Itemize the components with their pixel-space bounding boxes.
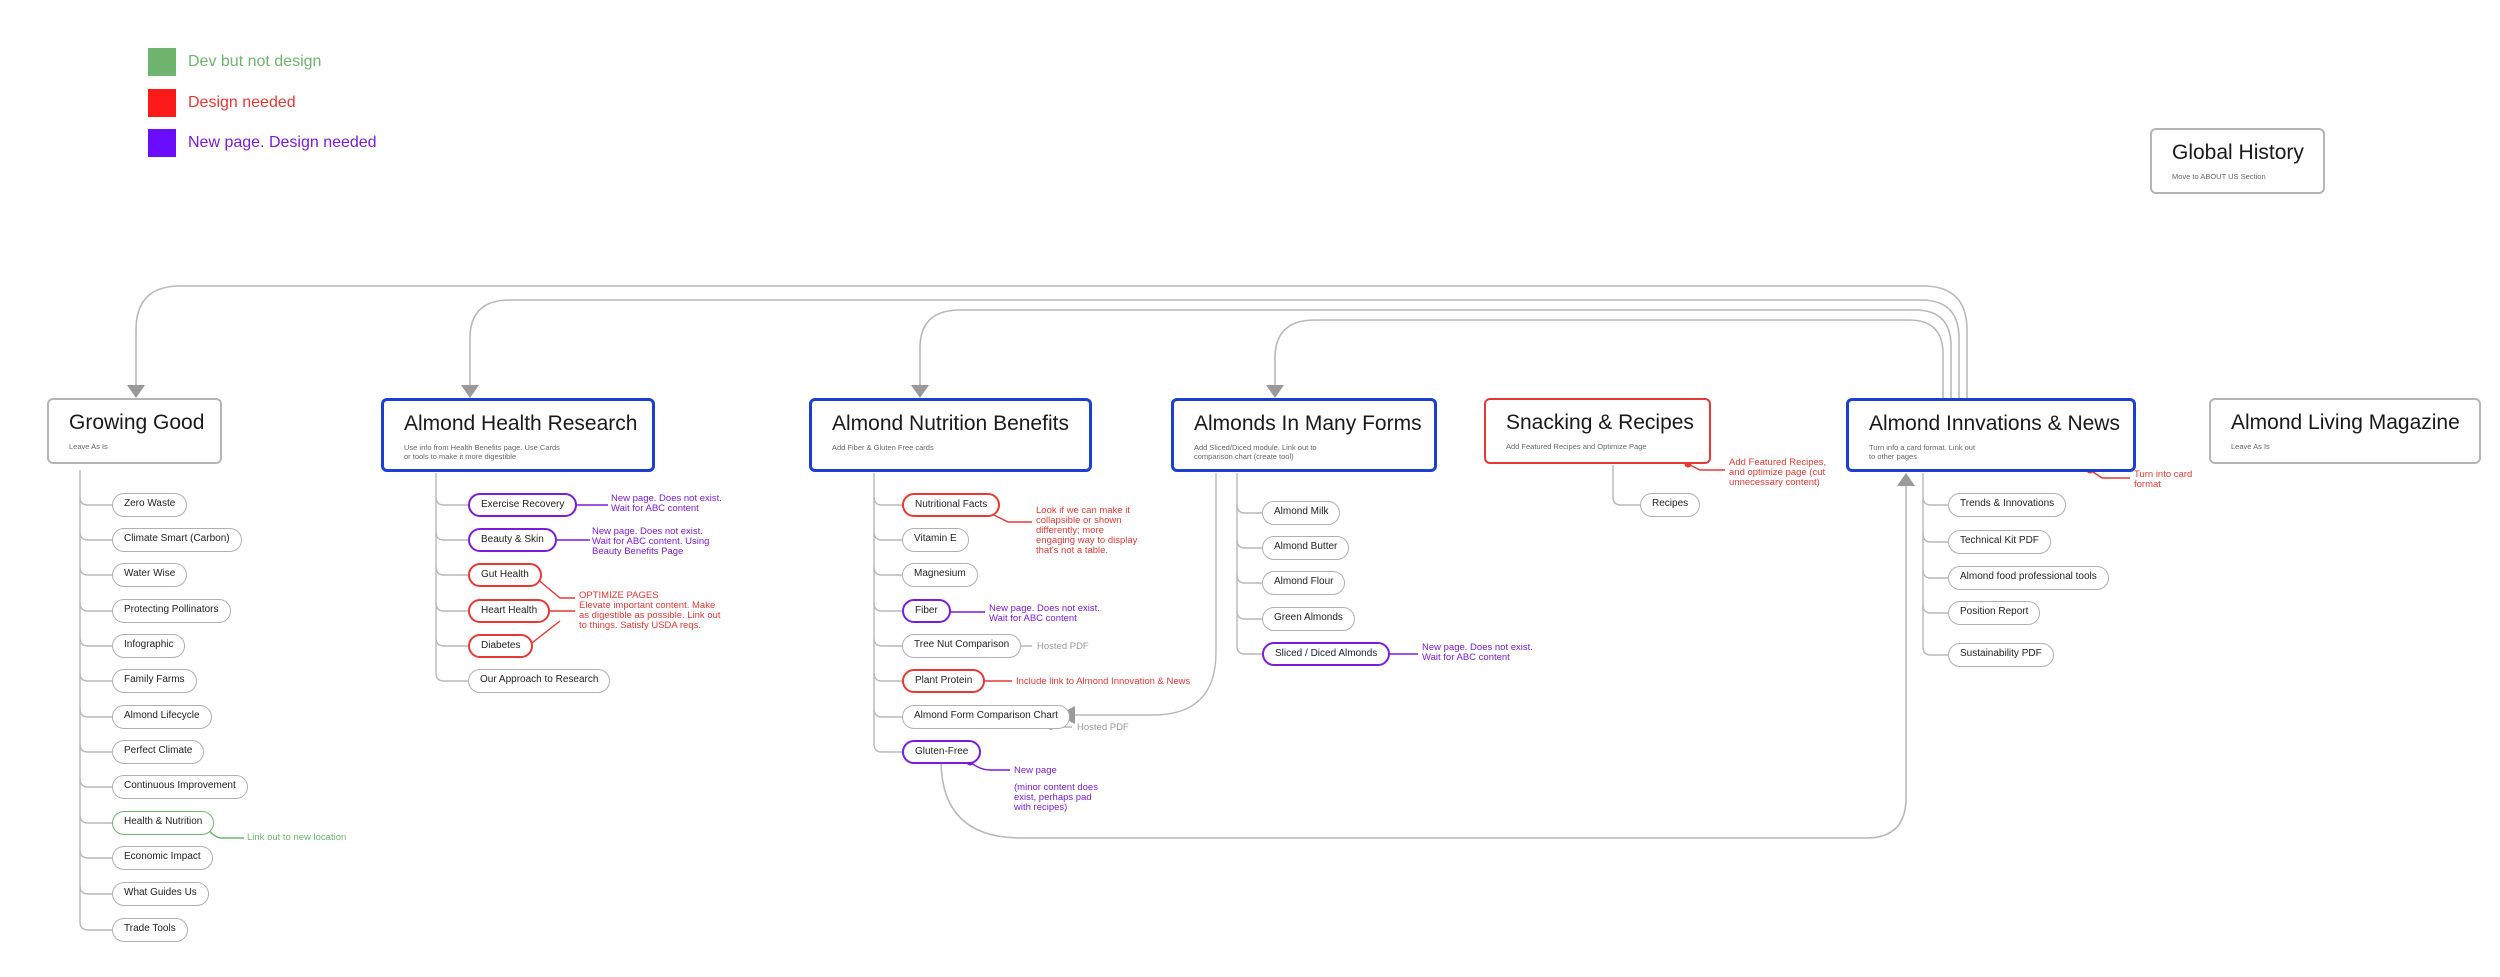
annotation: Look if we can make it collapsible or sh… [1036,505,1138,556]
section-living-magazine[interactable]: Almond Living Magazine Leave As Is [2209,398,2481,464]
legend-label: Design needed [188,94,296,111]
page-pill[interactable]: Infographic [112,634,186,658]
section-health-research[interactable]: Almond Health Research Use info from Hea… [381,398,655,472]
global-history-card[interactable]: Global History Move to ABOUT US Section [2150,128,2325,194]
annotation: New page. Does not exist. Wait for ABC c… [592,526,710,557]
card-note: Leave As Is [2231,442,2270,451]
page-pill[interactable]: Water Wise [112,563,188,587]
page-pill[interactable]: Continuous Improvement [112,775,248,799]
page-pill[interactable]: Diabetes [468,634,534,658]
annotation: Add Featured Recipes, and optimize page … [1729,457,1827,488]
page-pill[interactable]: Nutritional Facts [902,493,1001,517]
page-pill[interactable]: Fiber [902,599,951,623]
section-snacking-recipes[interactable]: Snacking & Recipes Add Featured Recipes … [1484,398,1711,464]
card-title: Global History [2172,141,2304,164]
annotation: New page. Does not exist. Wait for ABC c… [1422,642,1533,663]
annotation: (minor content does exist, perhaps pad w… [1014,782,1098,813]
legend-swatch-red [148,89,176,117]
page-pill[interactable]: Climate Smart (Carbon) [112,528,242,552]
page-pill[interactable]: Plant Protein [902,669,986,693]
card-title: Almond Living Magazine [2231,411,2460,434]
card-title: Almonds In Many Forms [1194,412,1422,435]
annotation: Include link to Almond Innovation & News [1016,676,1191,687]
page-pill[interactable]: Trade Tools [112,918,188,942]
card-note: Add Featured Recipes and Optimize Page [1506,442,1647,451]
page-pill[interactable]: Our Approach to Research [468,669,611,693]
page-pill[interactable]: Sliced / Diced Almonds [1262,642,1391,666]
page-pill[interactable]: Almond Milk [1262,501,1341,525]
legend-swatch-green [148,48,176,76]
card-note: Leave As Is [69,442,108,451]
page-pill[interactable]: Green Almonds [1262,607,1355,631]
annotation: Hosted PDF [1077,722,1129,733]
page-pill[interactable]: Almond Form Comparison Chart [902,705,1070,729]
annotation: OPTIMIZE PAGES Elevate important content… [579,590,721,631]
annotation: Hosted PDF [1037,641,1089,652]
legend-design-needed: Design needed [148,89,296,117]
page-pill[interactable]: Almond Lifecycle [112,705,212,729]
page-pill[interactable]: Magnesium [902,563,978,587]
page-pill[interactable]: Recipes [1640,493,1701,517]
legend-label: New page. Design needed [188,134,377,151]
page-pill[interactable]: Zero Waste [112,493,188,517]
card-note: Add Sliced/Diced module. Link out to com… [1194,443,1317,461]
annotation: Turn into card format [2134,469,2193,490]
page-pill[interactable]: Technical Kit PDF [1948,530,2051,554]
annotation: Link out to new location [247,832,347,843]
page-pill[interactable]: Sustainability PDF [1948,643,2054,667]
page-pill[interactable]: Gut Health [468,563,542,587]
legend-swatch-purple [148,129,176,157]
page-pill[interactable]: Heart Health [468,599,551,623]
card-title: Almond Innvations & News [1869,412,2120,435]
legend-label: Dev but not design [188,53,322,70]
page-pill[interactable]: What Guides Us [112,882,209,906]
page-pill[interactable]: Gluten-Free [902,740,982,764]
card-title: Growing Good [69,411,205,434]
section-many-forms[interactable]: Almonds In Many Forms Add Sliced/Diced m… [1171,398,1437,472]
page-pill[interactable]: Beauty & Skin [468,528,557,552]
section-nutrition-benefits[interactable]: Almond Nutrition Benefits Add Fiber & Gl… [809,398,1092,472]
page-pill[interactable]: Economic Impact [112,846,213,870]
section-growing-good[interactable]: Growing Good Leave As Is [47,398,222,464]
page-pill[interactable]: Vitamin E [902,528,969,552]
annotation: New page [1014,765,1057,776]
section-innovations-news[interactable]: Almond Innvations & News Turn info a car… [1846,398,2136,472]
card-title: Almond Health Research [404,412,638,435]
annotation: New page. Does not exist. Wait for ABC c… [611,493,722,514]
card-note: Turn info a card format. Link out to oth… [1869,443,1976,461]
annotation: New page. Does not exist. Wait for ABC c… [989,603,1100,624]
legend-new-page: New page. Design needed [148,129,377,157]
card-note: Move to ABOUT US Section [2172,172,2266,181]
page-pill[interactable]: Exercise Recovery [468,493,578,517]
page-pill[interactable]: Trends & Innovations [1948,493,2067,517]
page-pill[interactable]: Protecting Pollinators [112,599,231,623]
page-pill[interactable]: Perfect Climate [112,740,205,764]
page-pill[interactable]: Position Report [1948,601,2041,625]
card-title: Snacking & Recipes [1506,411,1694,434]
page-pill[interactable]: Almond Butter [1262,536,1350,560]
page-pill[interactable]: Almond Flour [1262,571,1346,595]
card-note: Use info from Health Benefits page. Use … [404,443,560,461]
page-pill[interactable]: Family Farms [112,669,197,693]
page-pill[interactable]: Almond food professional tools [1948,566,2109,590]
card-title: Almond Nutrition Benefits [832,412,1069,435]
legend-dev-not-design: Dev but not design [148,48,321,76]
page-pill[interactable]: Health & Nutrition [112,811,215,835]
page-pill[interactable]: Tree Nut Comparison [902,634,1022,658]
card-note: Add Fiber & Gluten Free cards [832,443,934,452]
